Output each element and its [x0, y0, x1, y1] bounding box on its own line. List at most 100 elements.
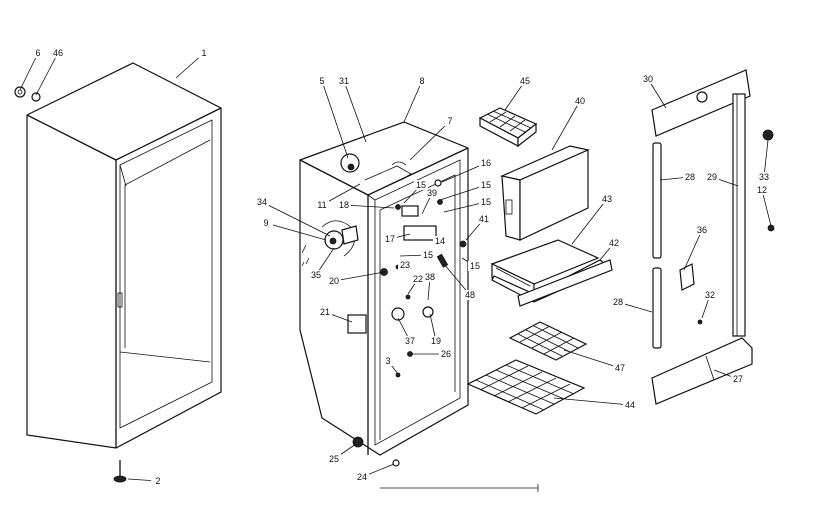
part-label-p1: 1: [201, 48, 206, 58]
label-backdrop-p11: [315, 200, 329, 210]
label-backdrop-p26: [439, 349, 453, 359]
part-label-p46: 46: [53, 48, 63, 58]
part-label-p35: 35: [311, 270, 321, 280]
part-label-p2: 2: [155, 476, 160, 486]
part-label-p7: 7: [447, 116, 452, 126]
label-backdrop-p28a: [683, 172, 697, 182]
part-label-p27: 27: [733, 374, 743, 384]
side-trim-lower: [652, 267, 662, 349]
leader-line-p33: [763, 139, 769, 178]
label-backdrop-p15e: [468, 261, 482, 271]
leader-line-p8: [403, 80, 423, 123]
label-backdrop-p22: [411, 274, 425, 284]
leader-line-p5: [321, 80, 349, 159]
label-backdrop-p46: [51, 48, 65, 58]
part-label-p25: 25: [329, 454, 339, 464]
part-label-p12: 12: [757, 185, 767, 195]
part-label-p32: 32: [705, 290, 715, 300]
leader-line-p40: [551, 100, 581, 151]
part-label-p30: 30: [643, 74, 653, 84]
label-backdrop-p19: [429, 336, 443, 346]
part-label-p24: 24: [357, 472, 367, 482]
label-backdrop-p37: [403, 336, 417, 346]
label-backdrop-p40: [573, 96, 587, 106]
leader-line-p7: [409, 120, 451, 161]
cabinet-top-grommet: [31, 92, 41, 102]
label-backdrop-p7: [443, 116, 457, 126]
leader-line-p16: [441, 162, 487, 183]
part-label-p22: 22: [413, 274, 423, 284]
label-backdrop-p25: [327, 454, 341, 464]
leader-line-p9: [265, 222, 327, 241]
part-label-p43: 43: [602, 194, 612, 204]
bottom-hinge-trim: [651, 337, 753, 405]
label-backdrop-p33: [757, 172, 771, 182]
leader-line-p36: [683, 229, 703, 271]
label-backdrop-p5: [315, 76, 329, 86]
label-backdrop-p39: [425, 188, 439, 198]
part-label-p47: 47: [615, 363, 625, 373]
label-backdrop-p16: [479, 158, 493, 168]
label-backdrop-p38: [423, 272, 437, 282]
part-label-p15e: 15: [470, 261, 480, 271]
label-backdrop-p8: [415, 76, 429, 86]
label-backdrop-p24: [355, 472, 369, 482]
baseline-rule: [380, 484, 539, 492]
label-backdrop-p45: [518, 76, 532, 86]
label-backdrop-p3: [381, 356, 395, 366]
label-backdrop-p23: [398, 260, 412, 270]
label-backdrop-p43: [600, 194, 614, 204]
part-label-p39: 39: [427, 188, 437, 198]
part-label-p42: 42: [609, 238, 619, 248]
label-backdrop-p48: [463, 290, 477, 300]
part-label-p33: 33: [759, 172, 769, 182]
part-label-p18: 18: [339, 200, 349, 210]
part-label-p48: 48: [465, 290, 475, 300]
part-label-p40: 40: [575, 96, 585, 106]
label-backdrop-p30: [641, 74, 655, 84]
label-backdrop-p27: [731, 374, 745, 384]
part-label-p3: 3: [385, 356, 390, 366]
part-label-p34: 34: [257, 197, 267, 207]
label-backdrop-p47: [613, 363, 627, 373]
small-shelf: [508, 321, 588, 361]
label-backdrop-p15d: [421, 250, 435, 260]
door-gasket-strip: [732, 93, 746, 337]
leader-line-p6: [19, 52, 39, 91]
label-backdrop-p18: [337, 200, 351, 210]
leader-line-p44: [553, 397, 631, 406]
part-label-p28b: 28: [613, 297, 623, 307]
label-backdrop-p17: [383, 234, 397, 244]
part-label-p5: 5: [319, 76, 324, 86]
part-label-p6: 6: [35, 48, 40, 58]
leader-line-p18: [343, 204, 395, 209]
part-label-p15b: 15: [481, 197, 491, 207]
part-label-p11: 11: [317, 200, 326, 210]
label-backdrop-p36: [695, 225, 709, 235]
label-backdrop-p15c: [414, 180, 428, 190]
label-backdrop-p44: [623, 400, 637, 410]
label-backdrop-p15b: [479, 197, 493, 207]
top-hinge-trim: [651, 69, 751, 137]
leader-line-p34: [261, 201, 331, 237]
part-label-p29: 29: [707, 172, 717, 182]
part-label-p36: 36: [697, 225, 707, 235]
label-backdrop-p6: [31, 48, 45, 58]
leader-line-p31: [343, 80, 367, 143]
part-label-p41: 41: [479, 214, 489, 224]
part-label-p9: 9: [263, 218, 268, 228]
part-label-p15d: 15: [423, 250, 433, 260]
label-backdrop-p21: [318, 307, 332, 317]
part-label-p14: 14: [435, 236, 445, 246]
label-backdrop-p15a: [479, 180, 493, 190]
cabinet-top-plug: [14, 86, 26, 98]
cabinet-shell: [26, 62, 222, 449]
leader-line-p20: [333, 271, 385, 282]
large-shelf: [466, 359, 586, 415]
label-backdrop-p34: [255, 197, 269, 207]
part-label-p38: 38: [425, 272, 435, 282]
label-backdrop-p32: [703, 290, 717, 300]
